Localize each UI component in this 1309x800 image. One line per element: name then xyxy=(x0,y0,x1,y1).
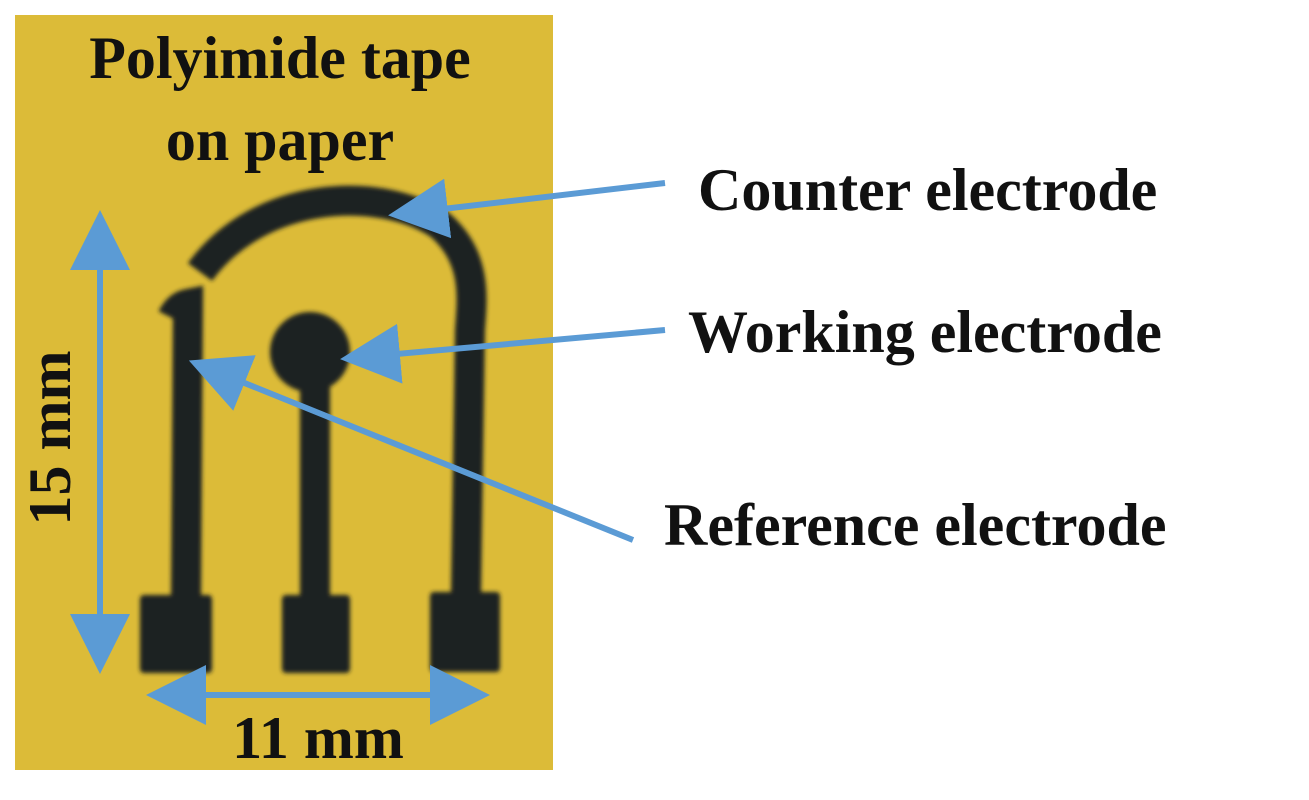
reference-electrode-arrow xyxy=(188,355,635,543)
tape-label-line2: on paper xyxy=(166,107,394,173)
counter-electrode-pad xyxy=(430,592,500,672)
tape-label-line1: Polyimide tape xyxy=(89,25,471,91)
reference-electrode-trace xyxy=(158,285,204,601)
width-dimension-label: 11 mm xyxy=(232,705,404,771)
working-electrode-pad xyxy=(282,595,350,673)
working-electrode-label: Working electrode xyxy=(688,299,1162,365)
counter-electrode-label: Counter electrode xyxy=(698,157,1157,223)
counter-electrode-arrow xyxy=(388,178,666,239)
working-electrode-arrow xyxy=(340,323,666,384)
height-dimension-label: 15 mm xyxy=(17,351,83,526)
reference-electrode-label: Reference electrode xyxy=(664,492,1166,558)
reference-electrode-pad xyxy=(140,595,212,673)
